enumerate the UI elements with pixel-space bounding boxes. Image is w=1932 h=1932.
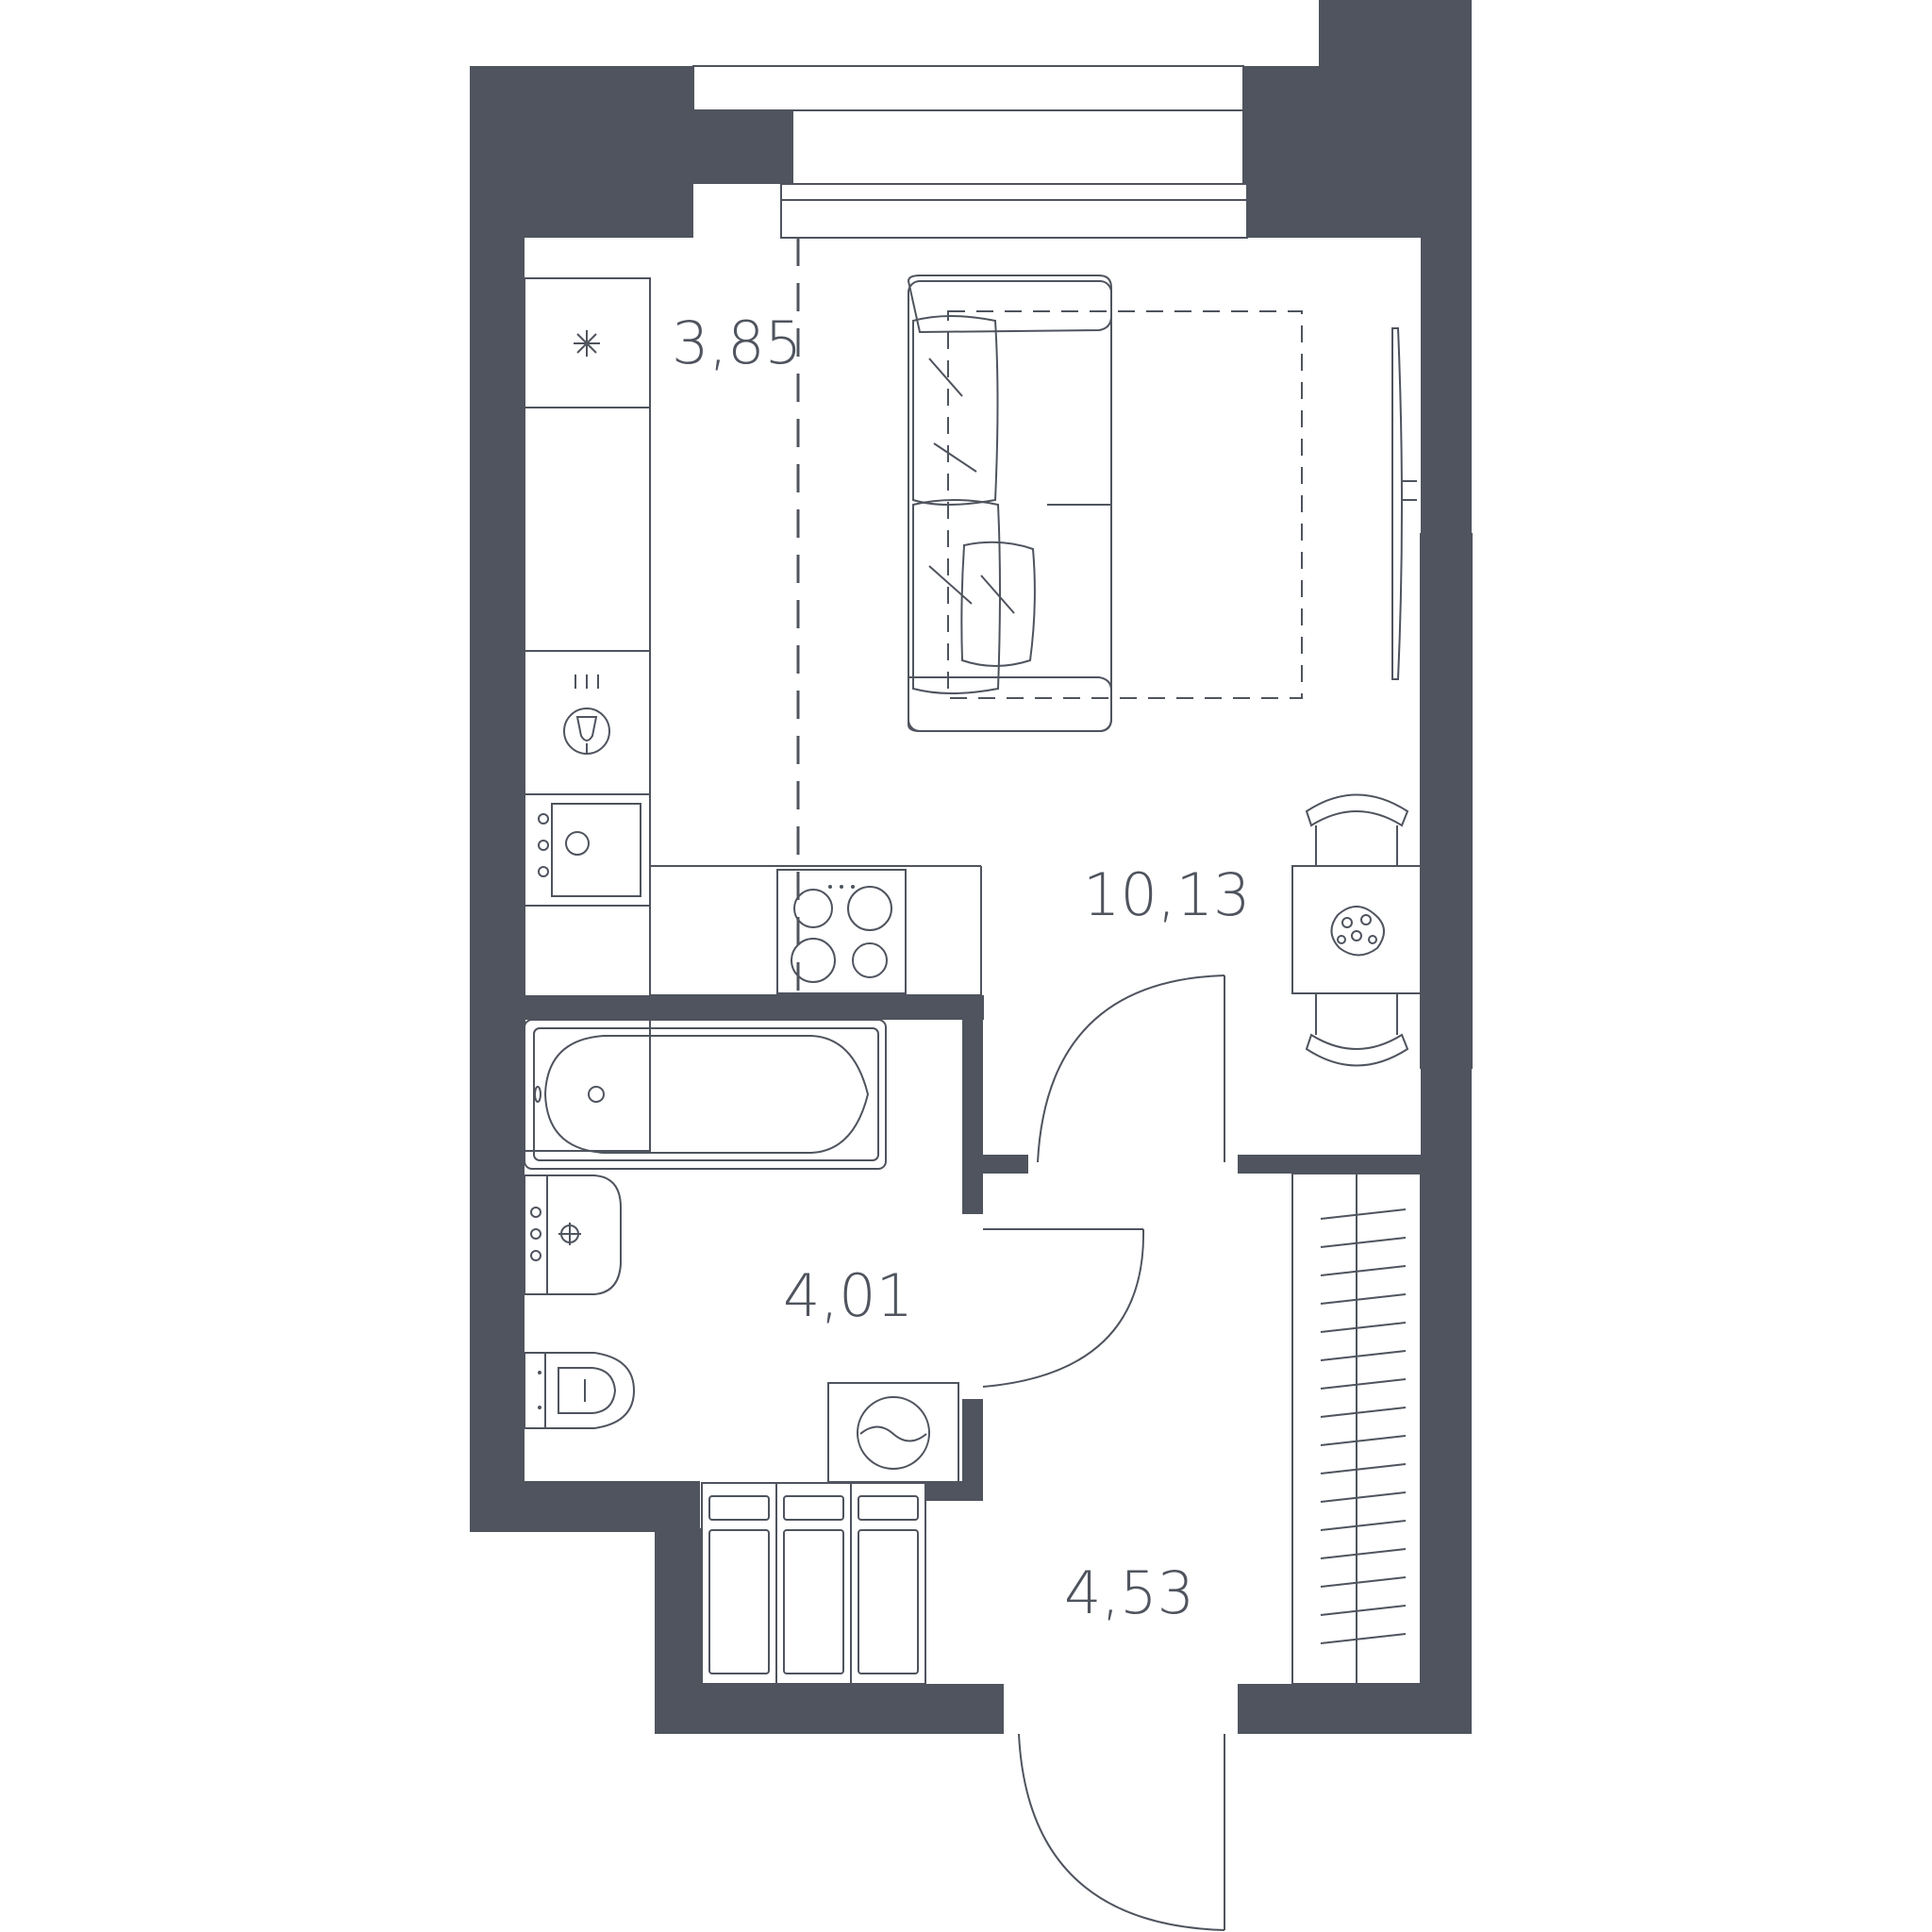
living-room-area-label: 10,13 bbox=[1083, 860, 1251, 929]
hallway-area-label: 4,53 bbox=[1064, 1558, 1194, 1627]
bathtub-icon bbox=[524, 1019, 887, 1170]
sofa-icon bbox=[907, 275, 1112, 732]
walls bbox=[470, 0, 1472, 1734]
hallway-furniture bbox=[701, 1173, 1422, 1931]
toilet-icon bbox=[524, 1352, 636, 1429]
washing-machine-icon bbox=[827, 1382, 959, 1483]
bathroom-furniture bbox=[524, 1019, 1145, 1483]
bathroom-door-icon bbox=[982, 1228, 1145, 1388]
windows bbox=[470, 65, 1473, 1141]
dishwasher-icon bbox=[563, 675, 610, 755]
wardrobe-icon bbox=[1291, 1173, 1422, 1685]
living-door-icon bbox=[1037, 974, 1225, 1163]
bathroom-area-label: 4,01 bbox=[783, 1261, 913, 1330]
sink-icon bbox=[524, 793, 651, 907]
tv-icon bbox=[1391, 327, 1417, 680]
kitchen-area-label: 3,85 bbox=[672, 308, 802, 377]
living-furniture bbox=[907, 275, 1422, 1163]
dining-table-icon bbox=[1291, 793, 1422, 1067]
shoe-cabinet-icon bbox=[701, 1482, 926, 1685]
stove-icon bbox=[776, 869, 907, 994]
washbasin-icon bbox=[524, 1174, 622, 1295]
entrance-door-icon bbox=[1018, 1733, 1225, 1931]
fridge-icon bbox=[574, 330, 600, 357]
